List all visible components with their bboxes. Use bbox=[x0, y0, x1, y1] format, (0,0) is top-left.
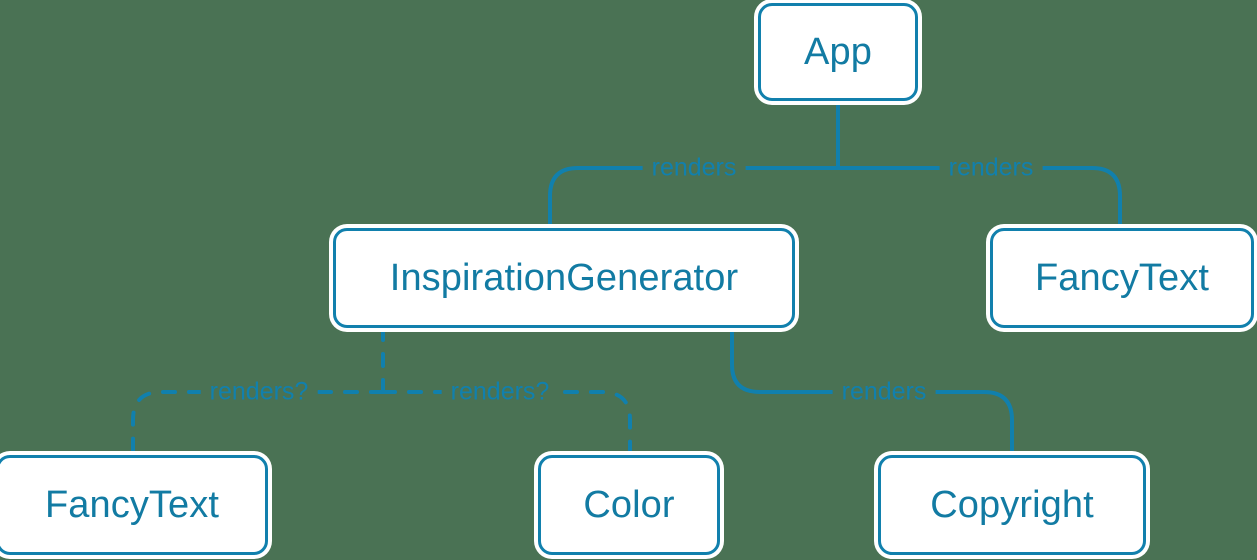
node-inspiration-generator[interactable]: InspirationGenerator bbox=[333, 228, 795, 328]
node-color-label: Color bbox=[583, 484, 675, 526]
edge-label-inspiration-to-copyright: renders bbox=[832, 379, 936, 405]
node-fancytext-right-label: FancyText bbox=[1034, 257, 1210, 299]
edge-label-inspiration-to-fancytext: renders? bbox=[200, 379, 318, 405]
node-inspiration-generator-label: InspirationGenerator bbox=[389, 257, 739, 299]
edge-label-app-to-inspiration: renders bbox=[642, 155, 746, 181]
node-copyright-label: Copyright bbox=[930, 484, 1094, 526]
node-app-label: App bbox=[804, 31, 872, 73]
edge-label-inspiration-to-color: renders? bbox=[441, 379, 559, 405]
edge-inspiration-to-color bbox=[381, 390, 632, 458]
node-copyright[interactable]: Copyright bbox=[878, 455, 1146, 555]
edge-app-to-inspiration bbox=[548, 166, 840, 232]
edge-label-app-to-fancytext: renders bbox=[939, 155, 1043, 181]
edge-inspiration-to-fancytext bbox=[131, 390, 385, 458]
node-app[interactable]: App bbox=[758, 3, 918, 101]
node-fancytext-bottom[interactable]: FancyText bbox=[0, 455, 268, 555]
node-fancytext-bottom-label: FancyText bbox=[44, 484, 220, 526]
edge-app-to-fancytext bbox=[836, 166, 1122, 232]
node-color[interactable]: Color bbox=[538, 455, 720, 555]
node-fancytext-right[interactable]: FancyText bbox=[990, 228, 1254, 328]
